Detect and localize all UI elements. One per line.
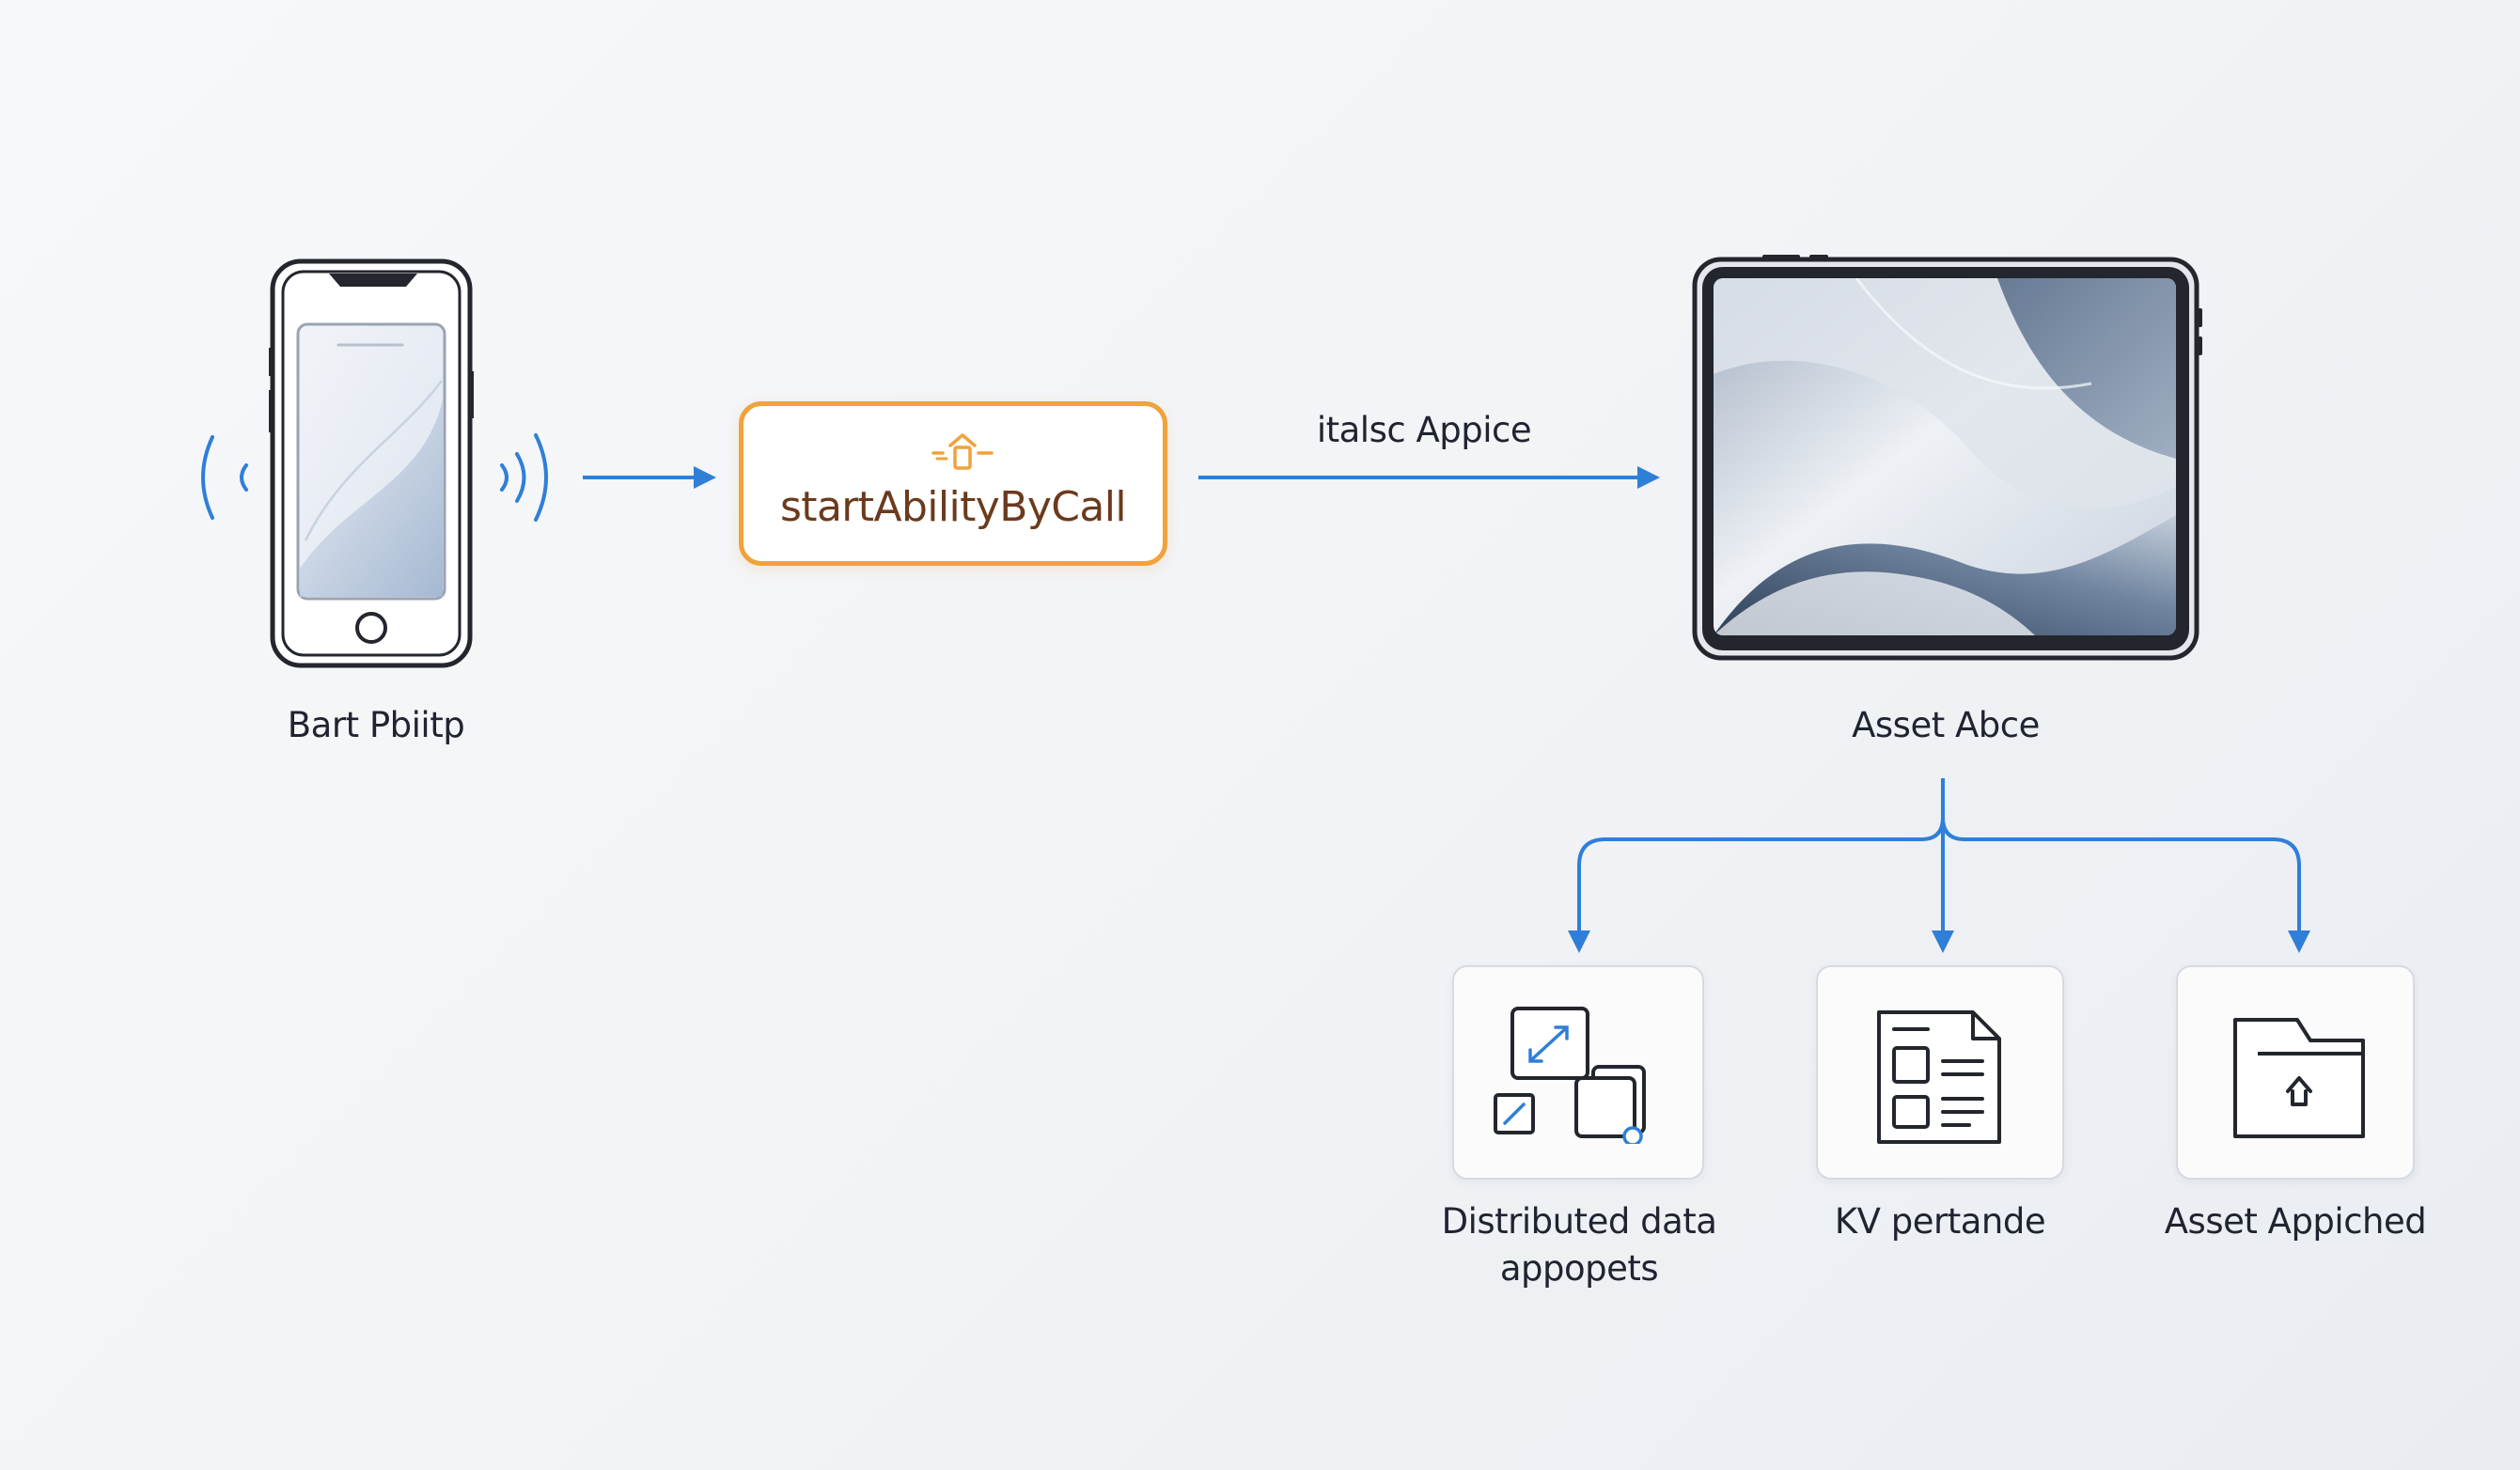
caller-label: Bart Pbiitp bbox=[287, 705, 465, 745]
kv-store-card[interactable] bbox=[1816, 965, 2064, 1180]
kv-document-icon bbox=[1877, 1010, 2001, 1144]
start-ability-by-call-box[interactable]: startAbilityByCall bbox=[739, 401, 1167, 566]
branch-to-asset bbox=[1941, 817, 2310, 953]
link-label: italsc Appice bbox=[1316, 410, 1532, 450]
branch-to-distributed bbox=[1568, 778, 1945, 953]
distributed-data-label-line1: Distributed data bbox=[1441, 1201, 1717, 1242]
call-flow-icon bbox=[931, 433, 994, 470]
kv-store-label: KV pertande bbox=[1834, 1201, 2046, 1242]
asset-label: Asset Appiched bbox=[2164, 1201, 2427, 1242]
folder-upload-icon bbox=[2233, 1018, 2365, 1138]
asset-card[interactable] bbox=[2176, 965, 2415, 1180]
smartphone-icon bbox=[201, 258, 548, 668]
tablet-icon bbox=[1692, 255, 2202, 661]
target-label: Asset Abce bbox=[1852, 705, 2040, 745]
call-box-label: startAbilityByCall bbox=[779, 483, 1127, 531]
distributed-data-card[interactable] bbox=[1452, 965, 1704, 1180]
distributed-data-label-line2: appopets bbox=[1499, 1248, 1659, 1289]
distributed-data-icon bbox=[1494, 1007, 1646, 1144]
